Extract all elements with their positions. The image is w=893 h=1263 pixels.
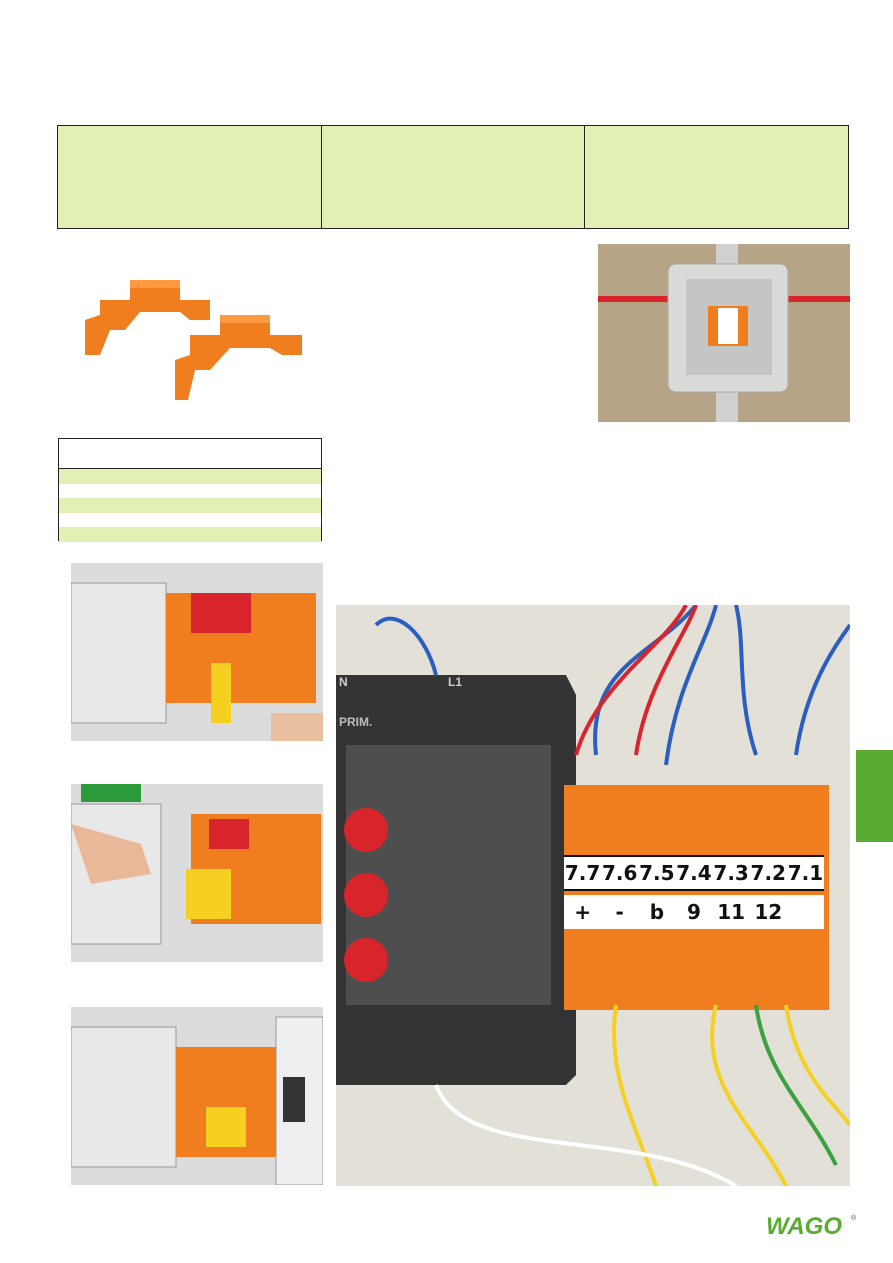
- terminal-marker: [787, 895, 824, 929]
- terminal-marker-strip-bottom: + - b 9 11 12: [564, 895, 824, 929]
- marker-carrier-product-photo: [70, 260, 310, 410]
- terminal-marker: +: [574, 900, 591, 924]
- step-photo-2: [71, 784, 323, 962]
- terminal-marker: 11: [717, 900, 746, 924]
- terminal-marker-strip-top: 7.7 7.6 7.5 7.4 7.3 7.2 7.1: [564, 855, 824, 891]
- terminal-marker: 7.6: [601, 861, 638, 885]
- table-row: [59, 469, 321, 484]
- section-tab[interactable]: [856, 750, 893, 842]
- transformer-prim-label: PRIM.: [339, 715, 373, 729]
- transformer-n-label: N: [339, 675, 348, 689]
- terminal-marker: 12: [754, 900, 783, 924]
- terminal-marker: 7.2: [750, 861, 786, 885]
- table-row: [59, 484, 321, 499]
- order-table: [58, 438, 322, 542]
- terminal-marker: 9: [687, 900, 701, 924]
- header-table: [57, 125, 849, 229]
- terminal-marker: 7.3: [713, 861, 749, 885]
- step-photo-1: [71, 563, 323, 741]
- header-cell: [322, 126, 586, 228]
- table-row: [59, 498, 321, 513]
- terminal-marker: b: [649, 900, 665, 924]
- terminal-marker: -: [615, 900, 624, 924]
- svg-text:®: ®: [851, 1214, 857, 1222]
- wago-logo: WAGO ®: [766, 1212, 858, 1240]
- order-table-header: [59, 439, 321, 469]
- transformer-l1-label: L1: [448, 675, 463, 689]
- junction-box-photo: [598, 244, 850, 422]
- installation-main-photo: N L1 PRIM. 7.7 7.6 7.5 7.4 7.3 7.2 7.1 +…: [336, 605, 850, 1186]
- step-photo-3: [71, 1007, 323, 1185]
- svg-text:WAGO: WAGO: [766, 1213, 842, 1240]
- table-row: [59, 513, 321, 528]
- terminal-marker: 7.7: [564, 861, 601, 885]
- header-cell: [58, 126, 322, 228]
- terminal-marker: 7.5: [639, 861, 675, 885]
- header-cell: [585, 126, 848, 228]
- table-row: [59, 527, 321, 542]
- terminal-marker: 7.4: [676, 861, 712, 885]
- terminal-marker: 7.1: [787, 861, 824, 885]
